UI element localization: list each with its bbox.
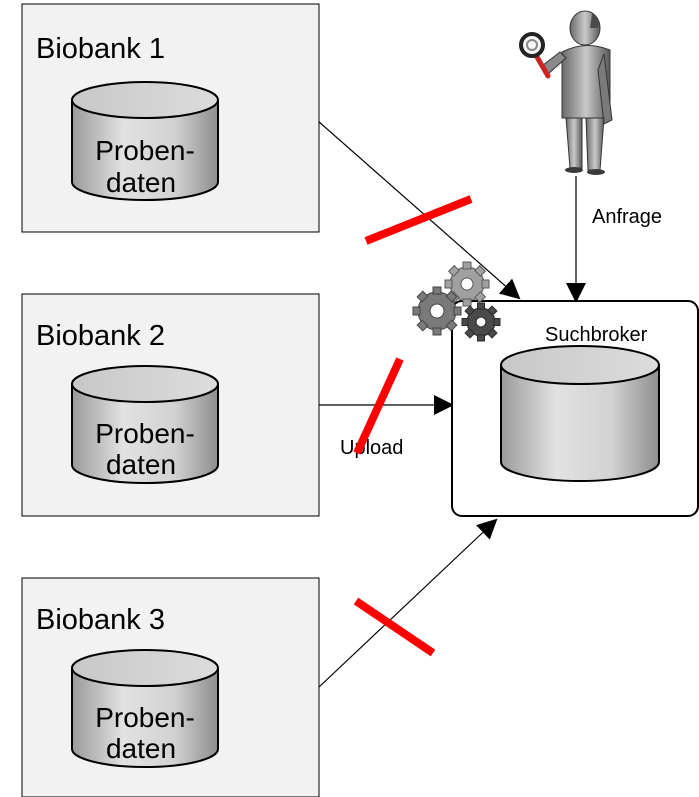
biobank-1-title: Biobank 1: [36, 33, 165, 65]
biobank-1-box: Biobank 1 Proben- daten: [21, 3, 320, 233]
biobank-1-db-label-line1: Proben-: [95, 135, 195, 166]
connection-biobank3-to-broker: [317, 518, 498, 689]
blocked-mark-biobank-3: [353, 597, 436, 657]
suchbroker-title: Suchbroker: [545, 324, 648, 346]
biobank-3-box: Biobank 3 Proben- daten: [21, 577, 320, 797]
biobank-3-db-label-line1: Proben-: [95, 702, 195, 733]
biobank-1-db-label-line2: daten: [106, 167, 176, 198]
upload-label: Upload: [340, 437, 403, 459]
biobank-2-title: Biobank 2: [36, 320, 165, 352]
biobank-1-database: Proben- daten: [71, 81, 219, 201]
connection-biobank1-to-broker: [317, 120, 521, 300]
biobank-3-title: Biobank 3: [36, 604, 165, 636]
suchbroker-database: [500, 345, 660, 482]
suchbroker-box: Suchbroker: [451, 300, 699, 517]
biobank-2-db-label-line2: daten: [106, 449, 176, 480]
blocked-mark-biobank-2: [353, 357, 404, 455]
biobank-3-db-label-line2: daten: [106, 733, 176, 764]
biobank-2-db-label-line1: Proben-: [95, 418, 195, 449]
user-with-magnifier-icon: [519, 10, 613, 175]
biobank-3-database: Proben- daten: [71, 649, 219, 768]
gears-icon: [412, 261, 501, 342]
biobank-2-database: Proben- daten: [71, 365, 219, 484]
blocked-mark-biobank-1: [364, 195, 473, 245]
biobank-2-box: Biobank 2 Proben- daten: [21, 293, 320, 517]
request-label: Anfrage: [592, 206, 662, 228]
